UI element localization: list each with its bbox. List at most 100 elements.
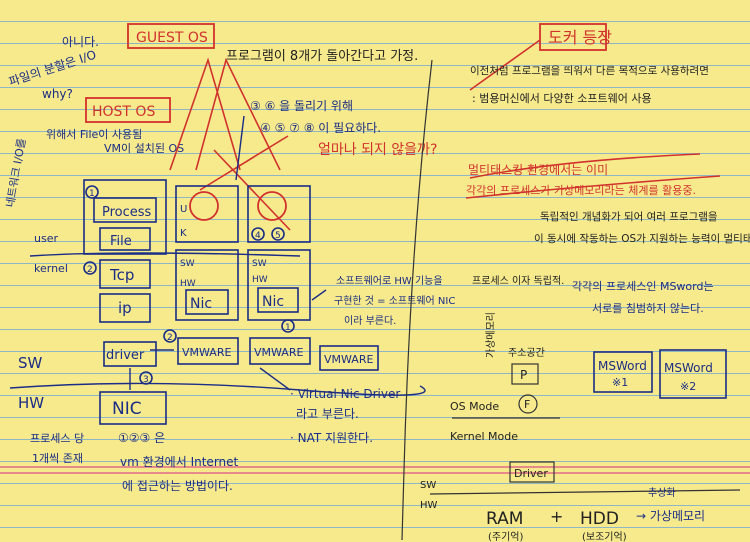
vmware1-label: VMWARE <box>182 346 231 359</box>
virtual-mem-label: 가상메모리 <box>485 312 497 358</box>
process-box <box>93 197 157 223</box>
nic-box <box>99 391 167 425</box>
red-cross-2 <box>213 149 291 231</box>
ms-note-1: 각각의 프로세스인 MSword는 <box>572 280 714 293</box>
ip-box <box>99 293 151 323</box>
label-user: user <box>34 232 58 245</box>
addr-label: 주소공간 <box>508 347 545 359</box>
note-soft-1: 소프트웨어로 HW 기능을 <box>336 275 443 287</box>
right-sw: SW <box>420 480 436 491</box>
f-circle <box>518 394 538 414</box>
margin-line-2 <box>0 472 750 474</box>
vnic1-box <box>185 289 229 315</box>
vnic2-label: Nic <box>262 294 284 310</box>
tcp-box <box>99 259 151 289</box>
right-driver-label: Driver <box>514 467 548 480</box>
blue-arrow-up <box>235 115 245 181</box>
red-arrow-docker <box>469 39 541 91</box>
note-io-2: 아니다. <box>62 35 99 49</box>
right-line-2: : 범용머신에서 다양한 소프트웨어 사용 <box>472 92 652 105</box>
mid-note-1: 독립적인 개념화가 되어 여러 프로그램을 <box>540 210 718 223</box>
p-label: P <box>520 368 527 382</box>
msword-2b: ※2 <box>680 380 696 393</box>
red-note-2: 각각의 프로세스가 가상메모리라는 체계를 활용중. <box>466 183 696 197</box>
process-label: Process <box>102 205 152 220</box>
note-needs: ③ ⑥ 을 돌리기 위해 <box>250 99 353 113</box>
note-soft-3: 이라 부른다. <box>344 315 396 327</box>
note-vm-os: VM이 설치된 OS <box>104 142 184 155</box>
margin-line <box>0 466 750 468</box>
circle-b-label: 3 <box>143 375 149 385</box>
vmware1-box <box>177 337 239 365</box>
os-mode-label: OS Mode <box>450 400 499 413</box>
vm1-red-circle <box>189 191 219 221</box>
host-os-label: HOST OS <box>92 104 155 120</box>
guest-os-box <box>127 23 215 49</box>
abstr-label: 추상화 <box>648 487 676 499</box>
vm1-k: K <box>180 228 187 239</box>
circle-2 <box>83 261 97 275</box>
circle-a-label: 2 <box>167 333 173 343</box>
docker-title: 도커 등장 <box>548 28 612 47</box>
red-note-1: 멀티태스킹 환경에서는 이미 <box>468 163 608 177</box>
tcp-label: Tcp <box>109 266 134 284</box>
msword-1: MSWord <box>598 359 647 373</box>
note-why: why? <box>42 87 73 101</box>
sw-hw-divider <box>9 382 426 396</box>
ram-sub: (주기억) <box>488 531 524 542</box>
note-nat: · NAT 지원한다. <box>290 431 373 445</box>
note-proc-1: 프로세스 당 <box>30 432 84 445</box>
vm2-hw: HW <box>252 275 268 285</box>
vm2-red-circle <box>257 191 287 221</box>
circle-4 <box>251 227 265 241</box>
vm1-kernel-box <box>175 249 239 321</box>
label-sw: SW <box>18 354 43 372</box>
page-divider <box>401 59 433 541</box>
host-user-box <box>83 179 167 255</box>
note-soft-2: 구현한 것 = 소프트웨어 NIC <box>334 295 455 307</box>
msword-2: MSWord <box>664 361 713 375</box>
driver-label: driver <box>106 348 145 363</box>
circle-4-label: 4 <box>255 231 261 241</box>
note-internet-2: vm 환경에서 Internet <box>120 455 239 469</box>
vm1-sw: SW <box>180 259 195 269</box>
hdd-label: HDD <box>580 509 619 529</box>
note-internet-1: ①②③ 은 <box>118 431 165 445</box>
note-net-io: 네트워크 I/O를 <box>4 137 29 208</box>
circle-1-label: 1 <box>89 189 95 199</box>
vm1-user-box <box>175 185 239 243</box>
note-needs2: ④ ⑤ ⑦ ⑧ 이 필요하다. <box>260 121 381 135</box>
label-kernel: kernel <box>34 262 68 275</box>
circle-2-label: 2 <box>87 265 93 275</box>
docker-title-box <box>539 23 607 51</box>
guest-os-label: GUEST OS <box>136 30 208 46</box>
vm-label: → 가상메모리 <box>636 509 705 523</box>
label-hw: HW <box>18 394 44 412</box>
circle-c-label: 1 <box>285 323 291 333</box>
vm1-u: U <box>180 204 187 215</box>
file-label: File <box>110 234 132 249</box>
red-peak-1 <box>169 57 241 171</box>
right-line-1: 이전처럼 프로그램을 띄워서 다른 목적으로 사용하려면 <box>470 64 709 77</box>
nic-label: NIC <box>112 399 142 419</box>
right-driver-box <box>509 461 555 483</box>
note-program8: 프로그램이 8개가 돌아간다고 가정. <box>226 49 418 64</box>
plus-label: + <box>550 507 563 526</box>
arrow-vnic-driver <box>259 367 291 391</box>
note-proc-2: 1개씩 존재 <box>32 452 83 465</box>
circle-b <box>139 371 153 385</box>
msword-1b: ※1 <box>612 376 628 389</box>
file-box <box>99 227 151 251</box>
note-vnic-driver-2: 라고 부른다. <box>296 407 359 421</box>
driver-box <box>103 341 157 367</box>
circle-1 <box>85 185 99 199</box>
user-kernel-divider <box>29 252 301 257</box>
arrow-soft-nic <box>311 289 327 301</box>
note-file-used: 위해서 File이 사용됨 <box>46 127 142 141</box>
circle-a <box>163 329 177 343</box>
vm2-sw: SW <box>252 259 267 269</box>
p-box <box>511 363 539 385</box>
process-label: 프로세스 이자 독립적. <box>472 274 564 287</box>
